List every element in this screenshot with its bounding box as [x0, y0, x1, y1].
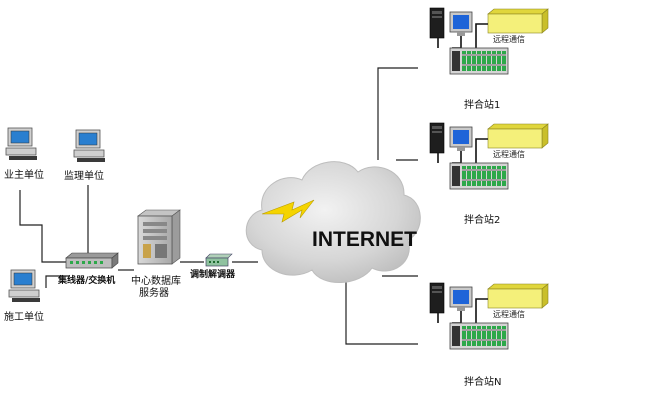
station-n-comm-label: 远程通信: [493, 309, 525, 319]
station-1-label: 拌合站1: [464, 98, 500, 111]
station-2-label: 拌合站2: [464, 213, 500, 226]
server-icon: [137, 209, 181, 265]
modem-icon: [205, 253, 233, 267]
connection-lines: [19, 67, 418, 345]
station-1: [429, 7, 549, 75]
station-n-label: 拌合站N: [464, 375, 501, 388]
supervisor-pc: [73, 129, 106, 163]
station-n: [429, 282, 549, 350]
constructor-pc: [8, 269, 41, 303]
internet-label: INTERNET: [312, 228, 417, 251]
station-2: [429, 122, 549, 190]
internet-cloud: [245, 161, 421, 283]
constructor-label: 施工单位: [4, 310, 44, 323]
station-2-comm-label: 远程通信: [493, 149, 525, 159]
supervisor-label: 监理单位: [64, 169, 104, 182]
modem-label: 调制解调器: [190, 268, 236, 280]
station-1-comm-label: 远程通信: [493, 34, 525, 44]
server-label-line2: 服务器: [139, 286, 169, 299]
hub-switch-icon: [65, 252, 119, 269]
owner-pc: [5, 127, 38, 161]
hub-label: 集线器/交换机: [57, 274, 115, 286]
server-label-line1: 中心数据库: [131, 274, 181, 287]
lightning-icon: [261, 199, 315, 223]
owner-label: 业主单位: [4, 168, 44, 181]
